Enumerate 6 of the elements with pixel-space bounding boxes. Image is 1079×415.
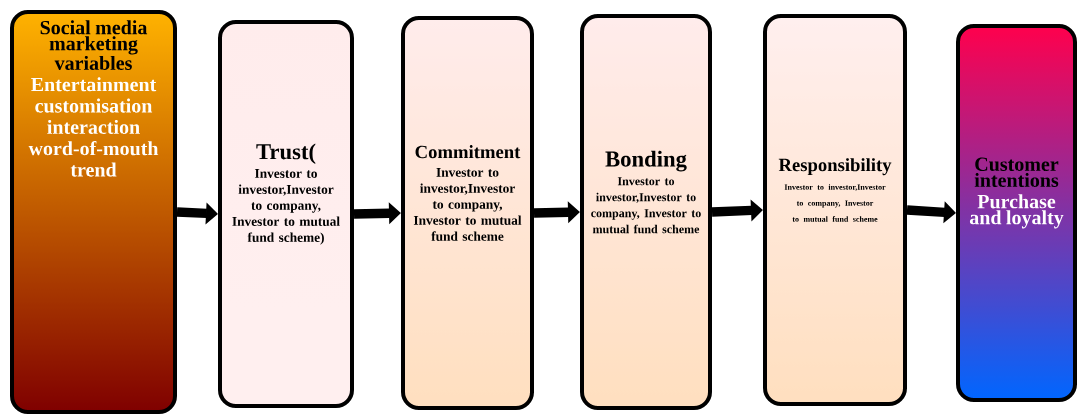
process-box: Commitment Investor to investor,Investor to company, Investor to mutual fund scheme [401, 16, 534, 410]
process-box: Social media marketing variables Entertainment customisation interaction word-of-mouth trend [10, 10, 177, 414]
process-box: Trust( Investor to investor,Investor to company, Investor to mutual fund scheme) [218, 20, 354, 408]
process-box: Bonding Investor to investor,Investor to company, Investor to mutual fund scheme [580, 14, 712, 410]
process-box: Customer intentions Purchase and loyalty [956, 24, 1077, 402]
process-box: Responsibility Investor to investor,Investor to company, Investor to mutual fund scheme [763, 14, 907, 406]
